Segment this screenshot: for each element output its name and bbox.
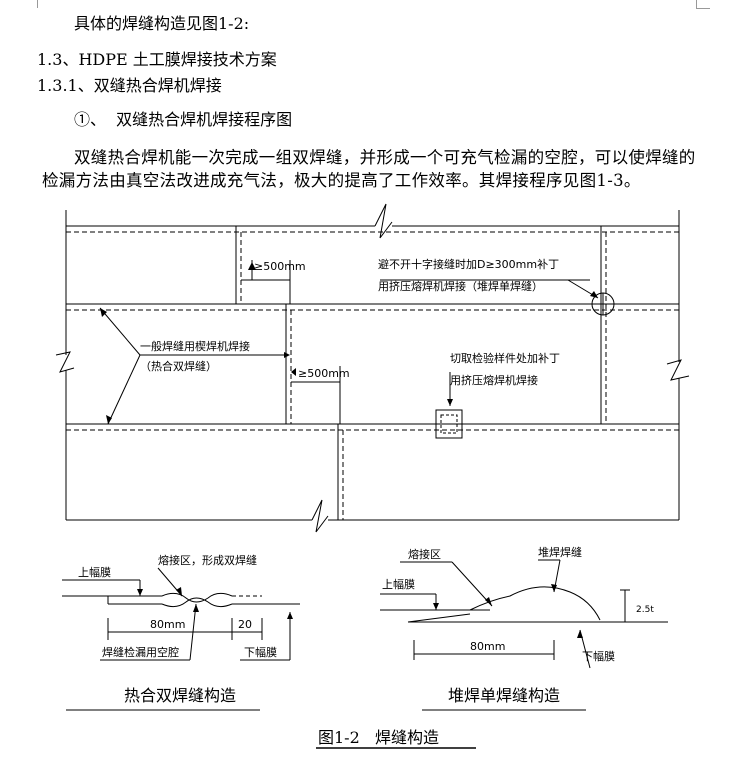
page-corner-mark-left <box>37 0 38 8</box>
extrusion-fusion-zone-label: 熔接区 <box>408 547 441 561</box>
note-sample-line1: 切取检验样件处加补丁 <box>450 351 560 365</box>
top-break-mark <box>374 203 393 239</box>
dim-top-label: ≥500mm <box>254 260 306 273</box>
note-cross-line2: 用挤压熔焊机焊接（堆焊单焊缝） <box>378 279 543 293</box>
double-dim-80: 80mm <box>150 618 185 631</box>
double-dim-20: 20 <box>238 618 252 631</box>
note-general-line1: 一般焊缝用楔焊机焊接 <box>140 339 250 353</box>
double-upper-film-label: 上幅膜 <box>78 566 111 579</box>
body-paragraph: 双缝热合焊机能一次完成一组双焊缝，并形成一个可充气检漏的空腔，可以使焊缝的检漏方… <box>42 148 696 190</box>
double-lower-film-label: 下幅膜 <box>244 646 277 659</box>
square-patch <box>435 409 463 439</box>
double-fusion-zone-label: 熔接区，形成双焊缝 <box>158 553 257 567</box>
double-cavity-label: 焊缝检漏用空腔 <box>102 645 179 659</box>
note-general-line2: （热合双焊缝） <box>140 359 217 373</box>
note-cross-line1: 避不开十字接缝时加D≥300mm补丁 <box>378 257 559 271</box>
list-item-1: ①、 双缝热合焊机焊接程序图 <box>74 110 293 129</box>
dim-mid-label: ≥500mm <box>298 367 350 380</box>
extrusion-dim-80: 80mm <box>470 640 505 653</box>
extrusion-thickness-dim: 2.5t <box>636 605 654 615</box>
note-sample-line2: 用挤压熔焊机焊接 <box>450 373 538 387</box>
figure-caption: 图1-2 焊缝构造 <box>318 728 440 747</box>
heading-1-3-1: 1.3.1、双缝热合焊机焊接 <box>37 76 222 95</box>
extrusion-bead-label: 堆焊焊缝 <box>538 545 582 559</box>
page-corner-mark-right <box>696 0 697 8</box>
extrusion-seam-caption: 堆焊单焊缝构造 <box>448 686 561 705</box>
intro-line: 具体的焊缝构造见图1-2: <box>74 14 250 33</box>
plan-right-break-mark <box>666 359 690 381</box>
heading-1-3: 1.3、HDPE 土工膜焊接技术方案 <box>37 50 277 69</box>
page-corner-mark-right-h <box>696 8 710 9</box>
bottom-break-mark <box>311 499 329 533</box>
extrusion-seam-section <box>380 559 668 711</box>
extrusion-upper-film-label: 上幅膜 <box>382 578 415 591</box>
extrusion-lower-film-label: 下幅膜 <box>582 650 615 663</box>
double-seam-caption: 热合双焊缝构造 <box>124 686 237 705</box>
plan-left-break-mark <box>55 351 75 373</box>
